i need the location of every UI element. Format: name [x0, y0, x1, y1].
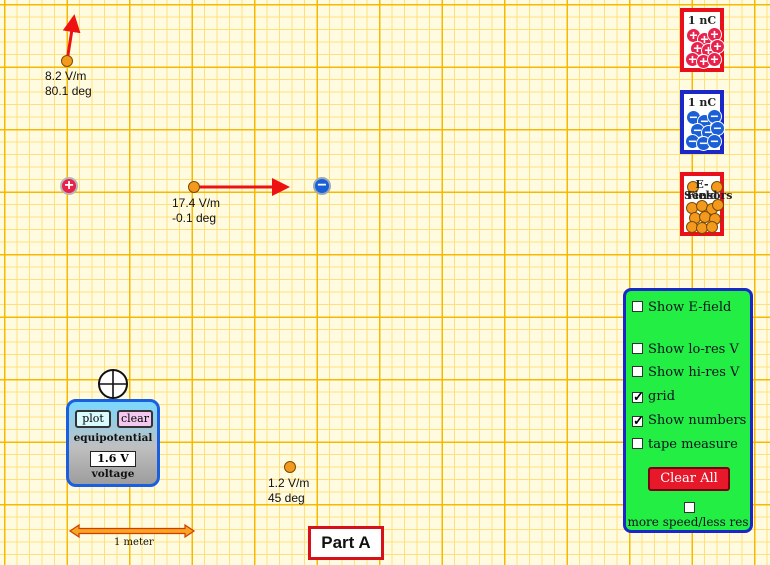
negative-charge-bin[interactable]: 1 nC − − − − − − − − − — [680, 90, 725, 154]
efield-sensor-1[interactable] — [61, 55, 73, 67]
show-efield-checkbox[interactable] — [632, 301, 643, 312]
part-label: Part A — [308, 526, 384, 560]
show-lores-v-option[interactable]: Show lo-res V — [632, 341, 739, 359]
show-efield-label: Show E-field — [648, 300, 732, 315]
sensor-2-magnitude: 17.4 V/m — [172, 196, 221, 210]
sensor-1-vector — [62, 14, 81, 62]
positive-charge[interactable]: + — [60, 177, 78, 195]
minus-icon: − — [707, 134, 722, 149]
show-numbers-option[interactable]: ✓ Show numbers — [632, 412, 746, 430]
grid-option[interactable]: ✓ grid — [632, 388, 675, 406]
sensor-icon — [711, 181, 723, 193]
negative-bin-label: 1 nC — [687, 96, 717, 109]
sensor-2-angle: -0.1 deg — [172, 211, 217, 225]
positive-charge-bin[interactable]: 1 nC + + + + + + + + + — [680, 8, 725, 72]
sensors-bin-label-line1: E-Field — [686, 178, 718, 202]
show-hires-v-checkbox[interactable] — [632, 366, 643, 377]
show-hires-v-label: Show hi-res V — [648, 365, 740, 380]
sensor-1-readout: 8.2 V/m 80.1 deg — [45, 69, 92, 99]
show-lores-v-label: Show lo-res V — [648, 342, 739, 357]
show-hires-v-option[interactable]: Show hi-res V — [632, 364, 739, 382]
efield-sensor-2[interactable] — [188, 181, 200, 193]
plus-icon: + — [707, 52, 722, 67]
efield-sensor-3[interactable] — [284, 461, 296, 473]
sensor-icon — [687, 181, 699, 193]
voltage-label: voltage — [91, 468, 135, 480]
sensor-3-angle: 45 deg — [268, 491, 305, 505]
scale-bar — [68, 523, 196, 539]
control-panel: Show E-field Show lo-res V Show hi-res V… — [623, 288, 753, 533]
sensor-1-angle: 80.1 deg — [45, 84, 92, 98]
speed-option[interactable] — [684, 501, 695, 516]
tape-measure-option[interactable]: tape measure — [632, 436, 738, 454]
sensor-3-readout: 1.2 V/m 45 deg — [268, 476, 309, 506]
crosshair-probe-icon[interactable] — [97, 368, 129, 400]
negative-charge[interactable]: − — [313, 177, 331, 195]
grid-checkbox[interactable]: ✓ — [632, 390, 644, 405]
tape-measure-label: tape measure — [648, 437, 738, 452]
positive-bin-label: 1 nC — [687, 14, 717, 27]
show-lores-v-checkbox[interactable] — [632, 343, 643, 354]
sensor-1-magnitude: 8.2 V/m — [45, 69, 87, 83]
equipotential-panel: plot clear equipotential 1.6 V voltage — [66, 399, 160, 487]
clear-all-button[interactable]: Clear All — [648, 467, 730, 491]
sensors-bin-label-line2: Sensors — [684, 189, 733, 202]
grid-label: grid — [648, 389, 676, 404]
scale-label: 1 meter — [114, 537, 154, 548]
sensor-icon — [712, 199, 724, 211]
show-numbers-label: Show numbers — [648, 413, 747, 428]
tape-measure-checkbox[interactable] — [632, 438, 643, 449]
speed-label: more speed/less res — [627, 515, 749, 529]
sensor-icon — [706, 221, 718, 233]
show-efield-option[interactable]: Show E-field — [632, 299, 731, 317]
speed-checkbox[interactable] — [684, 502, 695, 513]
equipotential-title: equipotential — [73, 432, 153, 444]
clear-button[interactable]: clear — [117, 410, 153, 428]
sensor-2-readout: 17.4 V/m -0.1 deg — [172, 196, 220, 226]
plot-button[interactable]: plot — [75, 410, 111, 428]
sensor-3-magnitude: 1.2 V/m — [268, 476, 310, 490]
efield-sensors-bin[interactable]: E-Field Sensors — [680, 172, 733, 236]
voltage-value: 1.6 V — [90, 451, 136, 467]
show-numbers-checkbox[interactable]: ✓ — [632, 414, 644, 429]
